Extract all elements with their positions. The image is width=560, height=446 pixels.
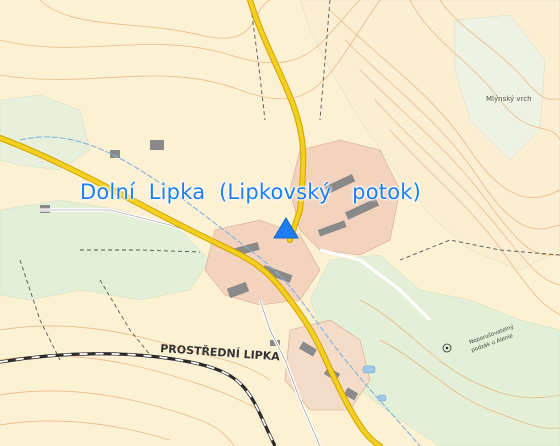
station-label[interactable]: Dolní Lipka (Lipkovský potok) xyxy=(80,180,421,204)
station-marker-icon[interactable] xyxy=(273,217,299,239)
poi-icon xyxy=(442,343,452,353)
ponds xyxy=(362,365,387,402)
minor-roads xyxy=(19,0,560,361)
hill-label: Mlýnský vrch xyxy=(486,95,532,103)
river xyxy=(19,136,421,446)
railway xyxy=(0,352,277,446)
main-road xyxy=(0,0,383,446)
